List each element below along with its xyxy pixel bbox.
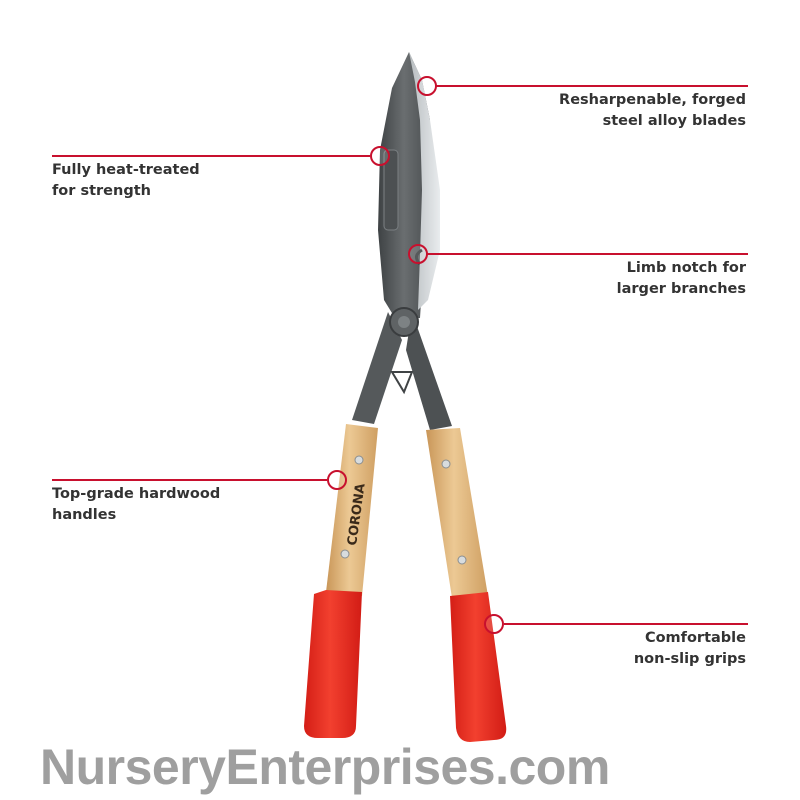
callout-limb-notch-line2: larger branches — [616, 281, 746, 297]
callout-grips-line1: Comfortable — [644, 630, 746, 646]
callout-handles-text: Top-grade hardwood handles — [52, 484, 220, 526]
callout-leaders — [52, 76, 748, 634]
callout-limb-notch-text: Limb notch for larger branches — [617, 258, 746, 300]
callout-handles-line2: handles — [52, 507, 117, 523]
blades — [378, 52, 440, 318]
callout-grips-line2: non-slip grips — [633, 651, 746, 667]
left-handle-wood — [326, 424, 378, 596]
leader-heat-treated — [52, 146, 390, 166]
left-grip — [304, 590, 362, 738]
pivot-assembly — [352, 307, 452, 430]
shank-bumper — [390, 371, 414, 395]
wooden-handles: CORONA — [326, 424, 488, 598]
callout-blades-text: Resharpenable, forged steel alloy blades — [559, 90, 746, 132]
blade-cutting-edge — [409, 52, 440, 310]
right-shank — [406, 312, 452, 430]
left-handle-rivet-top — [354, 455, 364, 465]
callout-handles-line1: Top-grade hardwood — [52, 486, 221, 502]
callout-heat-treated-line2: for strength — [52, 183, 151, 199]
right-handle-rivet-top — [441, 459, 451, 469]
leader-blades — [417, 76, 748, 96]
callout-limb-notch-line1: Limb notch for — [626, 260, 746, 276]
leader-grips — [484, 614, 748, 634]
right-handle-wood — [426, 428, 488, 598]
left-shank — [352, 312, 402, 424]
watermark-text: NurseryEnterprises.com — [40, 739, 610, 795]
red-grips — [304, 590, 507, 742]
left-handle-rivet-bottom — [340, 549, 350, 559]
blade-steel — [378, 52, 430, 318]
pivot-bolt-center — [398, 316, 410, 328]
callout-heat-treated-text: Fully heat-treated for strength — [52, 160, 200, 202]
leader-handles — [52, 470, 347, 490]
right-grip — [450, 592, 507, 742]
callout-heat-treated-line1: Fully heat-treated — [52, 162, 200, 178]
right-handle-rivet-bottom — [457, 555, 467, 565]
callout-grips-text: Comfortable non-slip grips — [634, 628, 746, 670]
callout-blades-line1: Resharpenable, forged — [559, 92, 746, 108]
callout-blades-line2: steel alloy blades — [602, 113, 746, 129]
leader-limb-notch — [408, 244, 748, 264]
blade-engraving — [383, 149, 399, 231]
